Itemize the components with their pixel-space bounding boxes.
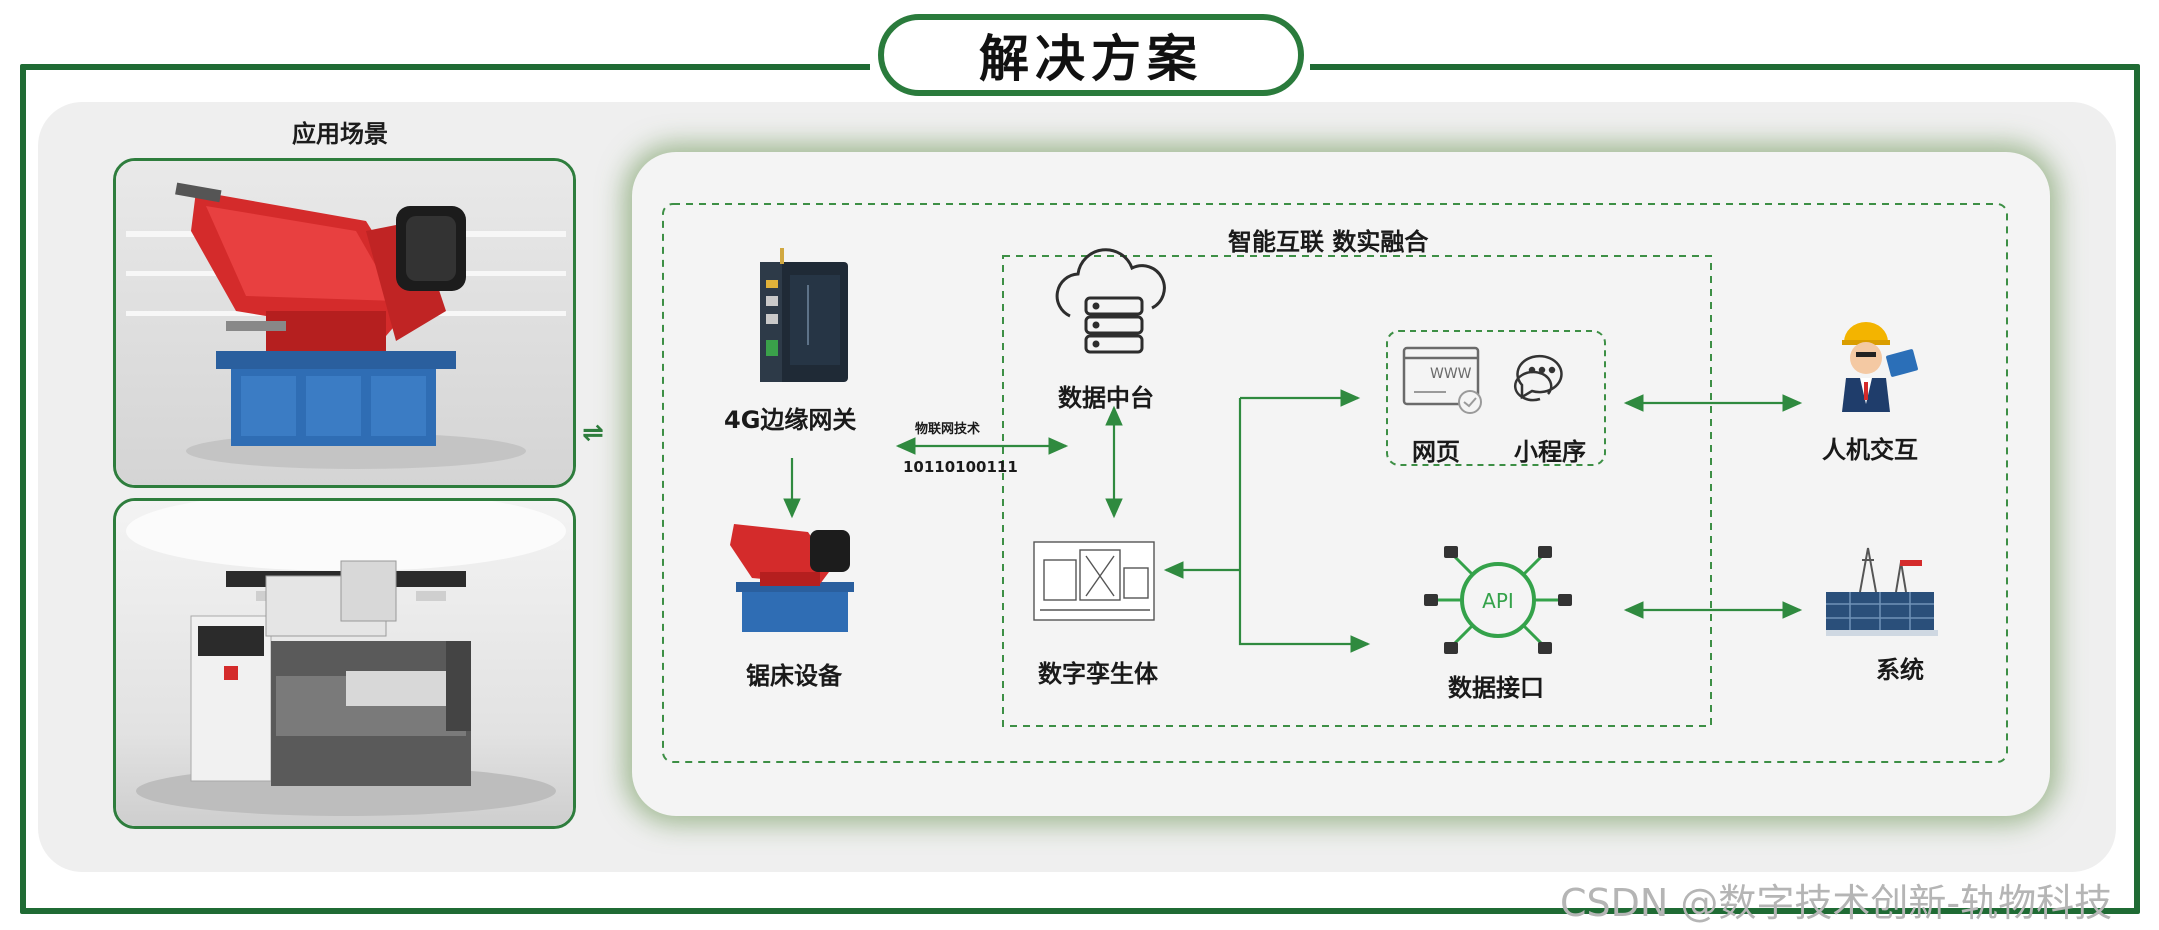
swap-icon: ⇌	[582, 418, 604, 448]
human-interaction-label: 人机交互	[1822, 436, 1918, 464]
web-page-label: 网页	[1412, 438, 1460, 466]
band-saw-image	[116, 161, 573, 485]
scene-label: 应用场景	[292, 120, 388, 148]
api-text: API	[1482, 589, 1514, 613]
inner-dashed-box	[1002, 255, 1712, 727]
branch-to-api-arrow	[1238, 398, 1371, 653]
binary-label: 10110100111	[903, 458, 1018, 476]
web-page-icon	[1402, 346, 1482, 414]
cloud-server-icon	[1055, 248, 1166, 354]
system-label: 系统	[1876, 656, 1924, 684]
system-icon	[1826, 547, 1938, 636]
solution-heading: 智能互联 数实融合	[1228, 228, 1429, 256]
saw-device-label: 锯床设备	[746, 662, 842, 690]
api-icon	[1424, 546, 1572, 654]
watermark: CSDN @数字技术创新-轨物科技	[1560, 881, 2113, 925]
data-platform-label: 数据中台	[1058, 384, 1154, 412]
digital-twin-label: 数字孪生体	[1038, 660, 1158, 688]
www-text: WWW	[1430, 366, 1472, 382]
saw-device-icon	[730, 524, 854, 632]
title-pill: 解决方案	[878, 14, 1304, 96]
data-interface-label: 数据接口	[1448, 674, 1544, 702]
mini-program-icon	[1513, 354, 1563, 402]
digital-twin-drawing	[1033, 541, 1155, 621]
iot-tech-label: 物联网技术	[915, 422, 981, 437]
saw-machine-image	[116, 501, 573, 826]
solution-panel	[632, 152, 2050, 816]
gateway-label: 4G边缘网关	[724, 406, 857, 434]
mini-program-label: 小程序	[1514, 438, 1586, 466]
band-saw-photo	[113, 158, 576, 488]
saw-machine-photo	[113, 498, 576, 829]
app-dashed-box	[1386, 330, 1606, 466]
gateway-icon	[760, 248, 848, 382]
outer-dashed-box	[662, 203, 2008, 763]
page-title: 解决方案	[979, 30, 1203, 88]
engineer-icon	[1842, 322, 1918, 412]
